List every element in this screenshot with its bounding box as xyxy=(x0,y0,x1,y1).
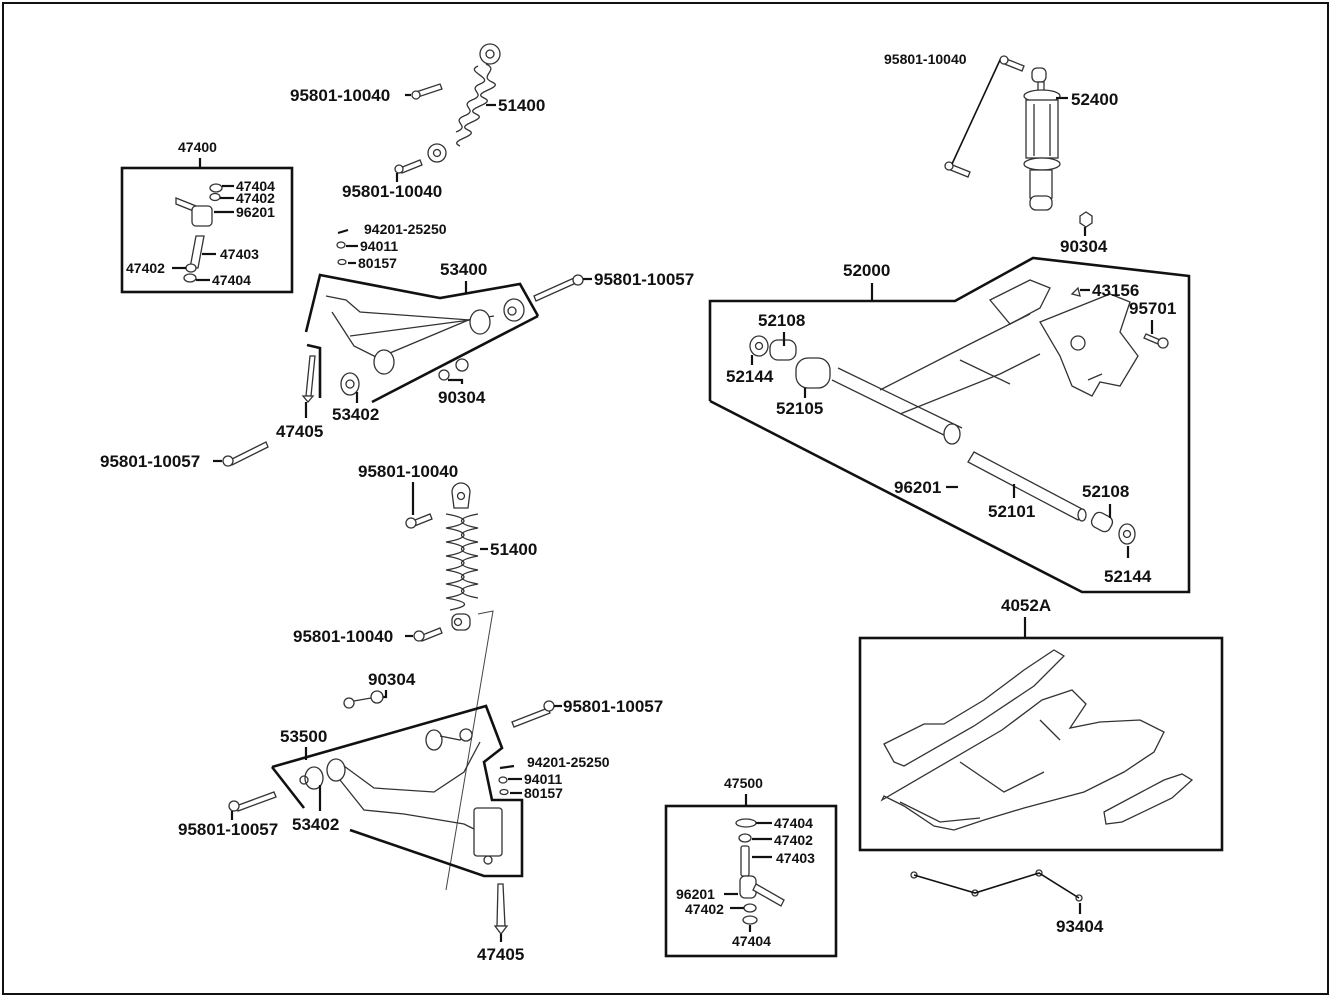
frame-plate-group: 4052A 93404 xyxy=(858,596,1224,936)
label-47404-top[interactable]: 47404 xyxy=(236,178,275,194)
label-47402-k2-top[interactable]: 47402 xyxy=(774,832,813,848)
label-96201-upper[interactable]: 96201 xyxy=(236,204,275,220)
label-96201-swing[interactable]: 96201 xyxy=(894,478,941,497)
frame-plate-box xyxy=(858,636,1224,852)
bolt-icon xyxy=(222,441,269,467)
label-47400[interactable]: 47400 xyxy=(178,139,217,155)
shock-spring-icon xyxy=(427,43,501,163)
label-47402-bottom[interactable]: 47402 xyxy=(126,260,165,276)
swing-arm-part-icon xyxy=(749,279,1139,445)
label-47405-a[interactable]: 47405 xyxy=(276,422,323,441)
label-52400[interactable]: 52400 xyxy=(1071,90,1118,109)
label-52144-bottom[interactable]: 52144 xyxy=(1104,567,1152,586)
knuckle-kit-47400: 47400 47404 47402 96201 47403 47402 4740… xyxy=(120,139,294,294)
label-95801-10040-a[interactable]: 95801-10040 xyxy=(290,86,390,105)
lower-a-arm-group: 95801-10057 53500 94201-25250 94011 8015… xyxy=(178,697,663,964)
label-95801-10040-d[interactable]: 95801-10040 xyxy=(293,627,393,646)
label-47404-bottom[interactable]: 47404 xyxy=(212,272,251,288)
label-53400[interactable]: 53400 xyxy=(440,260,487,279)
label-51400-lower[interactable]: 51400 xyxy=(490,540,537,559)
label-80157-a[interactable]: 80157 xyxy=(358,255,397,271)
kit-box-47400 xyxy=(120,166,294,294)
label-47500[interactable]: 47500 xyxy=(724,775,763,791)
label-47404-k2-bottom[interactable]: 47404 xyxy=(732,933,771,949)
label-52101[interactable]: 52101 xyxy=(988,502,1035,521)
bolt-icon xyxy=(533,274,584,302)
label-95801-10057-c[interactable]: 95801-10057 xyxy=(563,697,663,716)
clip-icon xyxy=(1070,286,1081,297)
swing-arm-box xyxy=(708,256,1191,594)
label-95801-10057-b[interactable]: 95801-10057 xyxy=(100,452,200,471)
label-47404-k2-top[interactable]: 47404 xyxy=(774,815,813,831)
label-94011-a[interactable]: 94011 xyxy=(360,238,398,254)
label-47402-k2-bottom[interactable]: 47402 xyxy=(685,901,724,917)
label-95801-10040-c[interactable]: 95801-10040 xyxy=(358,462,458,481)
label-47402-top[interactable]: 47402 xyxy=(236,190,275,206)
bolt-icon xyxy=(405,513,433,529)
bolt-icon xyxy=(944,55,1025,178)
label-94201-25250-a[interactable]: 94201-25250 xyxy=(364,221,447,237)
label-47403-k2[interactable]: 47403 xyxy=(776,850,815,866)
label-94201-25250-b[interactable]: 94201-25250 xyxy=(527,754,610,770)
rear-shock-group: 95801-10040 52400 90304 xyxy=(884,51,1118,256)
bolt-icon xyxy=(411,83,443,100)
shock-absorber-icon xyxy=(1023,67,1061,211)
label-52000[interactable]: 52000 xyxy=(843,261,890,280)
label-80157-b[interactable]: 80157 xyxy=(524,785,563,801)
label-95801-10057-a[interactable]: 95801-10057 xyxy=(594,270,694,289)
kit-box-47500 xyxy=(664,804,838,958)
bolt-icon xyxy=(413,627,443,642)
axle-part-icon xyxy=(967,451,1136,545)
label-52105[interactable]: 52105 xyxy=(776,399,823,418)
label-95801-10057-d[interactable]: 95801-10057 xyxy=(178,820,278,839)
label-96201-k2[interactable]: 96201 xyxy=(676,886,715,902)
a-arm-part-icon xyxy=(325,295,525,396)
label-90304-b[interactable]: 90304 xyxy=(368,670,416,689)
label-95701[interactable]: 95701 xyxy=(1129,299,1176,318)
arm-box-53400 xyxy=(304,273,540,333)
label-52108-bottom[interactable]: 52108 xyxy=(1082,482,1129,501)
label-94011-b[interactable]: 94011 xyxy=(524,771,562,787)
nut-icon xyxy=(1079,211,1093,228)
label-51400-upper[interactable]: 51400 xyxy=(498,96,545,115)
label-52108-top[interactable]: 52108 xyxy=(758,311,805,330)
label-43156[interactable]: 43156 xyxy=(1092,281,1139,300)
swing-arm-group: 52000 43156 95701 5 xyxy=(708,256,1191,594)
ball-joint-icon xyxy=(493,883,509,936)
label-95801-10040-e[interactable]: 95801-10040 xyxy=(884,51,967,67)
nut-icon xyxy=(343,690,384,709)
front-shock-upper: 95801-10040 51400 95801-10040 xyxy=(290,43,545,201)
a-arm-part-icon xyxy=(299,728,503,865)
shock-spring-icon xyxy=(445,482,479,631)
nut-icon xyxy=(438,358,469,381)
label-53402-a[interactable]: 53402 xyxy=(332,405,379,424)
bolt-icon xyxy=(511,700,555,728)
ball-joint-icon xyxy=(301,355,316,404)
knuckle-part-icon xyxy=(735,818,785,925)
label-53500[interactable]: 53500 xyxy=(280,727,327,746)
label-4052A[interactable]: 4052A xyxy=(1001,596,1051,615)
label-95801-10040-b[interactable]: 95801-10040 xyxy=(342,182,442,201)
arm-box-53500 xyxy=(271,704,524,878)
label-90304-a[interactable]: 90304 xyxy=(438,388,486,407)
bolt-icon xyxy=(1143,333,1169,349)
bolt-icon xyxy=(394,159,423,174)
knuckle-kit-47500: 47500 47404 47402 47403 96201 47402 4740… xyxy=(664,775,838,958)
label-53402-b[interactable]: 53402 xyxy=(292,815,339,834)
bolt-icon xyxy=(228,791,277,812)
label-52144-top[interactable]: 52144 xyxy=(726,367,774,386)
label-47403-upper[interactable]: 47403 xyxy=(220,246,259,262)
front-shock-lower: 95801-10040 51400 95801-10040 90304 xyxy=(293,462,537,891)
label-90304-c[interactable]: 90304 xyxy=(1060,237,1108,256)
upper-a-arm-group: 94201-25250 94011 80157 53400 95801-1005… xyxy=(100,221,694,471)
frame-plate-part-icon xyxy=(880,649,1194,831)
label-47405-b[interactable]: 47405 xyxy=(477,945,524,964)
label-93404[interactable]: 93404 xyxy=(1056,917,1104,936)
